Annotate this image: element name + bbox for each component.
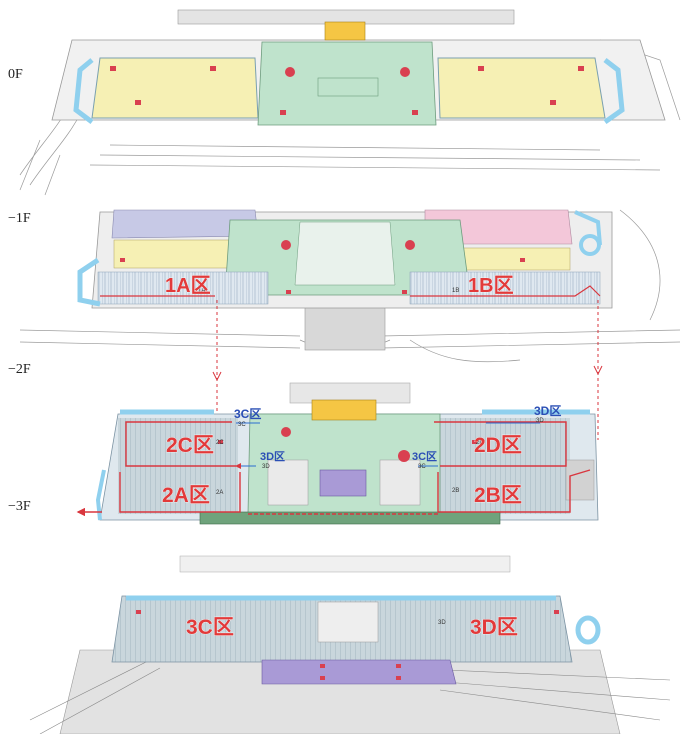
floor-label-0f: 0F xyxy=(8,67,23,82)
floor-minus2f: 2C 2D 2A 2B 3C 3D 3D 3C xyxy=(76,382,599,525)
code-2a: 2A xyxy=(216,490,223,496)
code-3d-top: 3D xyxy=(536,418,544,424)
arrow-down-icon xyxy=(212,371,222,382)
zone-3d-top: 3D区 xyxy=(534,404,561,418)
zone-3c: 3C区 xyxy=(186,616,234,639)
zone-1b: 1B区 xyxy=(468,275,514,297)
zone-3c-top: 3C区 xyxy=(234,407,261,421)
arrow-down-icon xyxy=(593,365,603,376)
floor-minus1f: 1A 1B xyxy=(19,209,681,363)
floor-label-minus2f: −2F xyxy=(8,362,31,377)
zone-3d-mid: 3D区 xyxy=(260,450,285,463)
floor-0f xyxy=(19,9,681,196)
code-3d-lower: 3D xyxy=(438,620,446,626)
code-2b: 2B xyxy=(452,488,459,494)
zone-2a: 2A区 xyxy=(162,484,210,507)
code-3c-top: 3C xyxy=(238,422,246,428)
floor-label-minus1f: −1F xyxy=(8,211,31,226)
zone-3d: 3D区 xyxy=(470,616,518,639)
zone-1a: 1A区 xyxy=(165,275,211,297)
zone-2c: 2C区 xyxy=(166,434,214,457)
connector-1a-to-2c xyxy=(212,300,222,422)
code-3d-mid: 3D xyxy=(262,464,270,470)
floor-minus3f: 3D xyxy=(29,555,671,734)
zone-2d: 2D区 xyxy=(474,434,522,457)
floor-label-minus3f: −3F xyxy=(8,499,31,514)
code-1a: 1A xyxy=(198,288,205,294)
code-1b: 1B xyxy=(452,288,459,294)
connector-1b-to-2d xyxy=(593,300,603,440)
code-3c-mid: 3C xyxy=(418,464,426,470)
zone-2b: 2B区 xyxy=(474,484,522,507)
zone-3c-mid: 3C区 xyxy=(412,450,437,463)
code-2c: 2C xyxy=(216,440,224,446)
code-2d: 2D xyxy=(476,440,484,446)
